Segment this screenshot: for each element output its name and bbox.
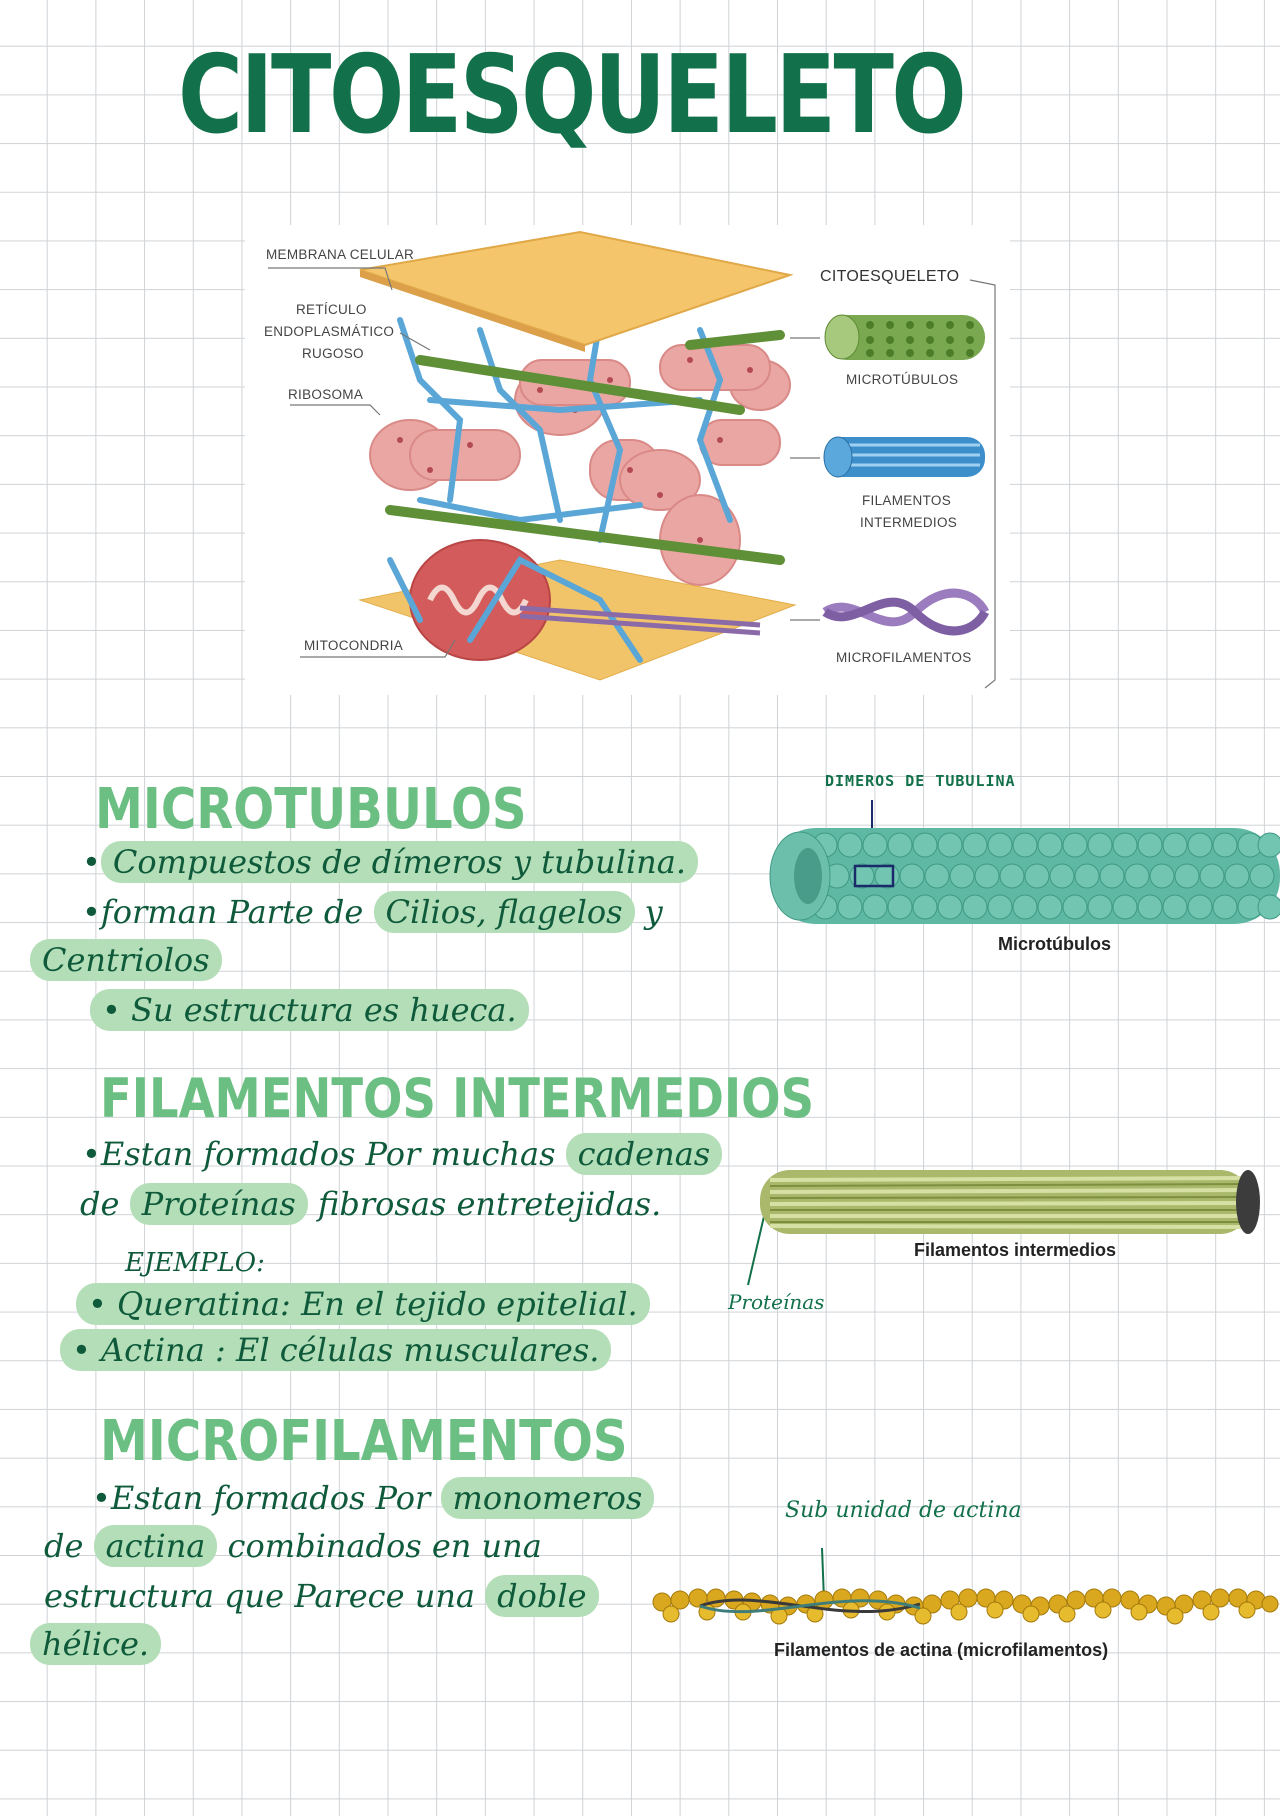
caption-microfilamentos: Filamentos de actina (microfilamentos)	[774, 1640, 1109, 1660]
label-reticulo-3: RUGOSO	[302, 346, 364, 361]
cytoskeleton-diagram	[245, 225, 1010, 695]
intermediate-filament-illustration	[747, 1170, 1260, 1286]
mt-line-3: Centriolos	[30, 939, 222, 981]
fi-line-1: •Estan formados Por muchas cadenas	[82, 1133, 723, 1175]
legend-microtubule-icon	[824, 314, 985, 360]
label-membrana: MEMBRANA CELULAR	[266, 247, 415, 262]
annotation-dimeros: DIMEROS DE TUBULINA	[825, 772, 1016, 790]
label-filamentos-2: INTERMEDIOS	[860, 515, 958, 530]
heading-microtubulos: MICROTUBULOS	[95, 777, 527, 842]
caption-filamentos: Filamentos intermedios	[914, 1240, 1117, 1260]
mt-line-4: • Su estructura es hueca.	[90, 989, 529, 1031]
legend-intermediate-filament-icon	[823, 436, 985, 478]
caption-microtubulos: Microtúbulos	[998, 934, 1111, 954]
mf-line-3: estructura que Parece una doble	[44, 1575, 599, 1617]
label-citoesqueleto: CITOESQUELETO	[820, 268, 960, 285]
annotation-subunidad: Sub unidad de actina	[785, 1498, 1022, 1523]
label-filamentos-1: FILAMENTOS	[862, 493, 952, 508]
fi-example-1: • Queratina: En el tejido epitelial.	[76, 1283, 650, 1325]
fi-line-2: de Proteínas fibrosas entretejidas.	[80, 1183, 662, 1225]
label-ribosoma: RIBOSOMA	[288, 387, 364, 402]
heading-microfilamentos: MICROFILAMENTOS	[100, 1409, 628, 1474]
fi-example-2: • Actina : El células musculares.	[60, 1329, 612, 1371]
label-reticulo-2: ENDOPLASMÁTICO	[264, 324, 395, 339]
microtubule-illustration	[769, 800, 1280, 924]
mt-line-2: •forman Parte de Cilios, flagelos y	[82, 891, 663, 933]
mf-line-1: •Estan formados Por monomeros	[92, 1477, 655, 1519]
mf-line-2: de actina combinados en una	[44, 1525, 542, 1567]
annotation-proteinas: Proteínas	[728, 1290, 825, 1314]
mf-line-4: hélice.	[30, 1623, 162, 1665]
label-microfilamentos: MICROFILAMENTOS	[836, 650, 972, 665]
legend-microfilament-icon	[822, 588, 990, 636]
label-mitocondria: MITOCONDRIA	[304, 638, 404, 653]
heading-filamentos: FILAMENTOS INTERMEDIOS	[100, 1067, 815, 1130]
label-reticulo-1: RETÍCULO	[296, 302, 367, 317]
label-microtubulos: MICROTÚBULOS	[846, 372, 959, 387]
page-title: CITOESQUELETO	[178, 33, 967, 158]
mt-line-1: •Compuestos de dímeros y tubulina.	[82, 841, 699, 883]
ejemplo-label: EJEMPLO:	[125, 1248, 265, 1278]
microfilament-illustration	[652, 1547, 1279, 1625]
